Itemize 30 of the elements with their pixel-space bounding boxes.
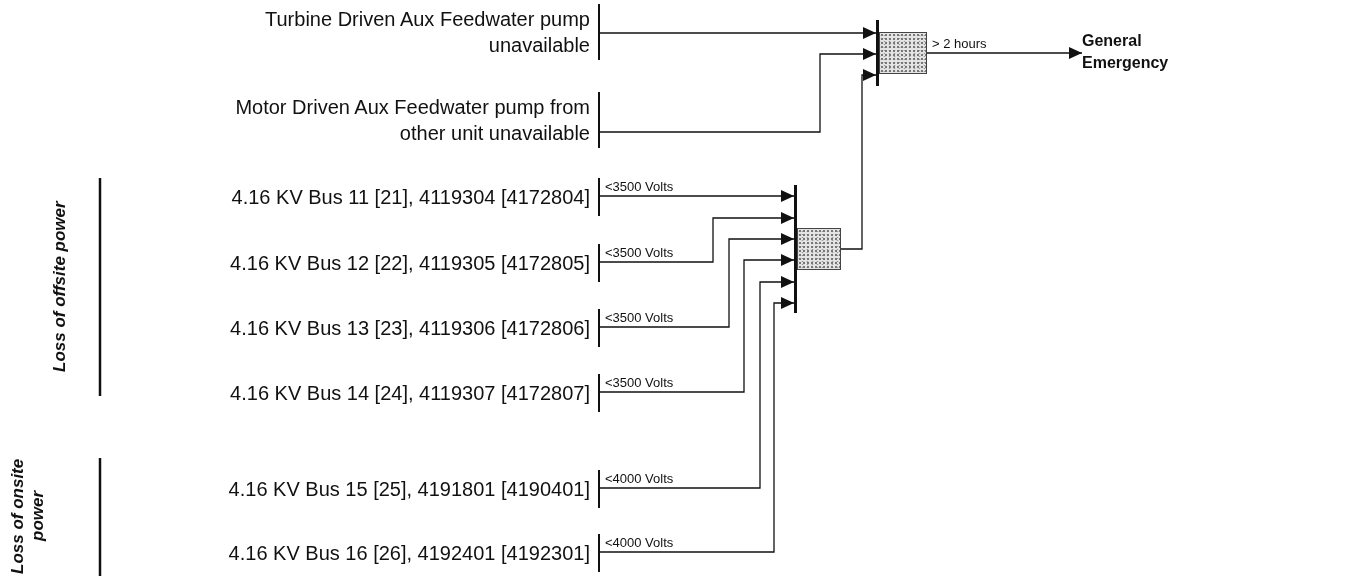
signal-text: 4.16 KV Bus 11 [21], 4119304 [4172804] bbox=[231, 185, 590, 210]
connector-arrow bbox=[599, 212, 795, 263]
edge-label: > 2 hours bbox=[931, 36, 988, 51]
logic-gate bbox=[876, 20, 927, 86]
connector-arrow bbox=[599, 254, 795, 393]
signal-text: Motor Driven Aux Feedwater pump from other unit unavailable bbox=[234, 95, 590, 146]
signal-text: 4.16 KV Bus 15 [25], 4191801 [4190401] bbox=[228, 477, 590, 502]
signal-text: 4.16 KV Bus 16 [26], 4192401 [4192301] bbox=[228, 541, 590, 566]
edge-label: <4000 Volts bbox=[604, 535, 675, 550]
edge-label: <3500 Volts bbox=[604, 179, 675, 194]
group-label: Loss of offsite power bbox=[50, 200, 70, 375]
signal-text: 4.16 KV Bus 14 [24], 4119307 [4172807] bbox=[230, 381, 590, 406]
signal-text: 4.16 KV Bus 13 [23], 4119306 [4172806] bbox=[230, 316, 590, 341]
logic-gate bbox=[794, 185, 841, 313]
edge-label: <3500 Volts bbox=[604, 310, 675, 325]
connector-arrow bbox=[599, 233, 795, 328]
group-label: Loss of onsite power bbox=[8, 458, 48, 574]
connector-arrow bbox=[599, 190, 795, 202]
signal-text: 4.16 KV Bus 12 [22], 4119305 [4172805] bbox=[230, 251, 590, 276]
signal-text: Turbine Driven Aux Feedwater pump unavailable bbox=[264, 7, 590, 58]
connector-arrow bbox=[599, 27, 877, 39]
edge-label: <3500 Volts bbox=[604, 245, 675, 260]
edge-label: <4000 Volts bbox=[604, 471, 675, 486]
edge-label: <3500 Volts bbox=[604, 375, 675, 390]
connector-arrow bbox=[926, 47, 1083, 59]
connector-arrow bbox=[599, 297, 795, 553]
connector-arrow bbox=[599, 48, 877, 133]
outcome-text: General Emergency bbox=[1082, 31, 1170, 73]
connector-arrow bbox=[599, 276, 795, 489]
connector-arrow bbox=[840, 69, 877, 250]
